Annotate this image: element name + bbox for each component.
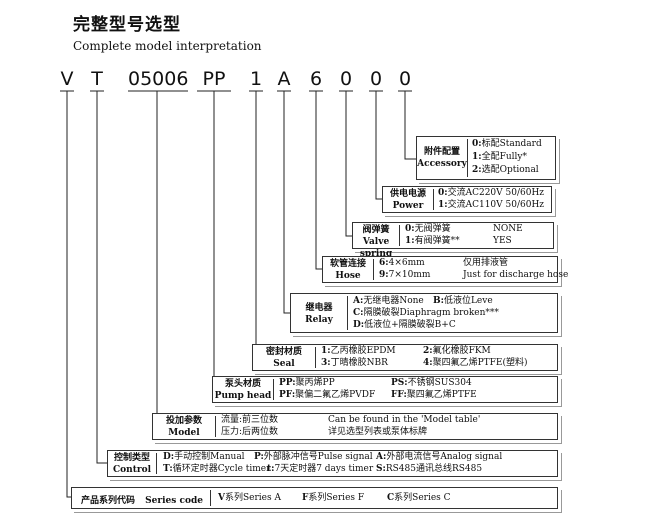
series-option: F系列Series F bbox=[302, 493, 365, 503]
control-option: D:手动控制Manual bbox=[163, 452, 245, 462]
pump-head-option: PP:聚丙烯PP bbox=[279, 378, 335, 388]
series-option: V系列Series A bbox=[218, 493, 281, 503]
hose-box: 软管连接 Hose 6:4×6mm 仅用排液管 9:7×10mm Just fo… bbox=[322, 256, 568, 287]
relay-option: B:低液位Leve bbox=[433, 296, 493, 306]
control-option: P:外部脉冲信号Pulse signal bbox=[254, 452, 373, 462]
valve-spring-box: 阀弹簧 Valve spring 0:无阀弹簧 NONE 1:有阀弹簧** YE… bbox=[352, 222, 558, 259]
model-label: 投加参数 Model bbox=[165, 416, 202, 438]
pump-head-label: 泵头材质 Pump head bbox=[214, 379, 272, 401]
leader-pump-head bbox=[212, 91, 215, 390]
seal-label: 密封材质 Seal bbox=[265, 347, 302, 369]
hose-option-note: 仅用排液管 bbox=[463, 258, 509, 268]
leader-power bbox=[375, 91, 382, 200]
hose-label: 软管连接 Hose bbox=[329, 259, 366, 281]
relay-option: D:低液位+隔膜破裂B+C bbox=[353, 320, 456, 330]
code-char-accessory: 0 bbox=[398, 68, 412, 90]
power-option: 1:交流AC110V 50/60Hz bbox=[438, 200, 545, 210]
power-option: 0:交流AC220V 50/60Hz bbox=[438, 188, 545, 198]
model-option: 压力:后两位数 bbox=[221, 427, 279, 437]
leader-hose bbox=[315, 91, 322, 270]
seal-option: 1:乙丙橡胶EPDM bbox=[321, 346, 396, 356]
control-box: 控制类型 Control D:手动控制Manual P:外部脉冲信号Pulse … bbox=[107, 450, 562, 481]
pump-head-option: PF:聚偏二氟乙烯PVDF bbox=[279, 390, 376, 400]
accessory-label: 附件配置 Accessory bbox=[417, 147, 467, 169]
page-subtitle: Complete model interpretation bbox=[73, 39, 262, 53]
relay-option: A:无继电器None bbox=[353, 296, 424, 306]
leader-relay bbox=[283, 91, 290, 314]
leader-control bbox=[96, 91, 107, 464]
code-char-control: T bbox=[91, 68, 103, 90]
hose-option: 9:7×10mm bbox=[379, 270, 431, 280]
code-char-series: V bbox=[60, 68, 74, 90]
valve-spring-option: 0:无阀弹簧 bbox=[405, 224, 451, 234]
relay-label: 继电器 Relay bbox=[305, 303, 333, 325]
code-char-power: 0 bbox=[369, 68, 383, 90]
seal-option: 4:聚四氟乙烯PTFE(塑料) bbox=[423, 358, 528, 368]
pump-head-option: PS:不锈钢SUS304 bbox=[391, 378, 472, 388]
code-char-model: 05006 bbox=[128, 68, 189, 90]
series-box: 产品系列代码 Series code V系列Series A F系列Series… bbox=[71, 487, 562, 513]
control-option: A:外部电流信号Analog signal bbox=[376, 452, 503, 462]
code-char-seal: 1 bbox=[249, 68, 263, 90]
valve-spring-option-en: NONE bbox=[493, 224, 523, 234]
model-option: 流量:前三位数 bbox=[221, 415, 279, 425]
accessory-option: 0:标配Standard bbox=[472, 139, 542, 149]
power-box: 供电电源 Power 0:交流AC220V 50/60Hz 1:交流AC110V… bbox=[382, 186, 556, 217]
model-option-note: Can be found in the 'Model table' bbox=[328, 415, 481, 425]
relay-option: C:隔膜破裂Diaphragm broken*** bbox=[353, 308, 499, 318]
code-char-relay: A bbox=[277, 68, 291, 90]
power-label: 供电电源 Power bbox=[389, 189, 426, 211]
valve-spring-option: 1:有阀弹簧** bbox=[405, 236, 460, 246]
series-label: 产品系列代码 Series code bbox=[80, 496, 203, 506]
code-char-pump-head: PP bbox=[202, 68, 226, 90]
page-title: 完整型号选型 bbox=[73, 15, 181, 35]
accessory-option: 1:全配Fully* bbox=[472, 152, 527, 162]
hose-option-note: Just for discharge hose bbox=[463, 270, 569, 280]
code-char-hose: 6 bbox=[309, 68, 323, 90]
pump-head-box: 泵头材质 Pump head PP:聚丙烯PP PS:不锈钢SUS304 PF:… bbox=[212, 376, 562, 407]
model-box: 投加参数 Model 流量:前三位数 Can be found in the '… bbox=[152, 413, 562, 444]
leader-accessory bbox=[404, 91, 416, 160]
control-option: t:7天定时器7 days timer bbox=[267, 464, 374, 474]
leader-series bbox=[66, 91, 71, 498]
hose-option: 6:4×6mm bbox=[379, 258, 425, 268]
control-option: T:循环定时器Cycle timer bbox=[163, 464, 271, 474]
valve-spring-option-en: YES bbox=[493, 236, 512, 246]
model-option-note: 详见选型列表或泵体标牌 bbox=[328, 427, 428, 437]
seal-option: 2:氟化橡胶FKM bbox=[423, 346, 491, 356]
leader-model bbox=[152, 91, 158, 427]
series-option: C系列Series C bbox=[387, 493, 451, 503]
control-label: 控制类型 Control bbox=[112, 453, 152, 475]
control-option: S:RS485通讯总线RS485 bbox=[376, 464, 483, 474]
code-char-valve-spring: 0 bbox=[339, 68, 353, 90]
relay-box: 继电器 Relay A:无继电器None B:低液位Leve C:隔膜破裂Dia… bbox=[290, 293, 562, 337]
seal-option: 3:丁晴橡胶NBR bbox=[321, 358, 388, 368]
leader-valve-spring bbox=[345, 91, 352, 237]
leader-seal bbox=[252, 91, 257, 358]
valve-spring-label: 阀弹簧 Valve spring bbox=[359, 225, 393, 259]
accessory-option: 2:选配Optional bbox=[472, 165, 539, 175]
accessory-box: 附件配置 Accessory 0:标配Standard 1:全配Fully* 2… bbox=[416, 136, 560, 184]
pump-head-option: FF:聚四氟乙烯PTFE bbox=[391, 390, 477, 400]
seal-box: 密封材质 Seal 1:乙丙橡胶EPDM 2:氟化橡胶FKM 3:丁晴橡胶NBR… bbox=[252, 344, 562, 375]
